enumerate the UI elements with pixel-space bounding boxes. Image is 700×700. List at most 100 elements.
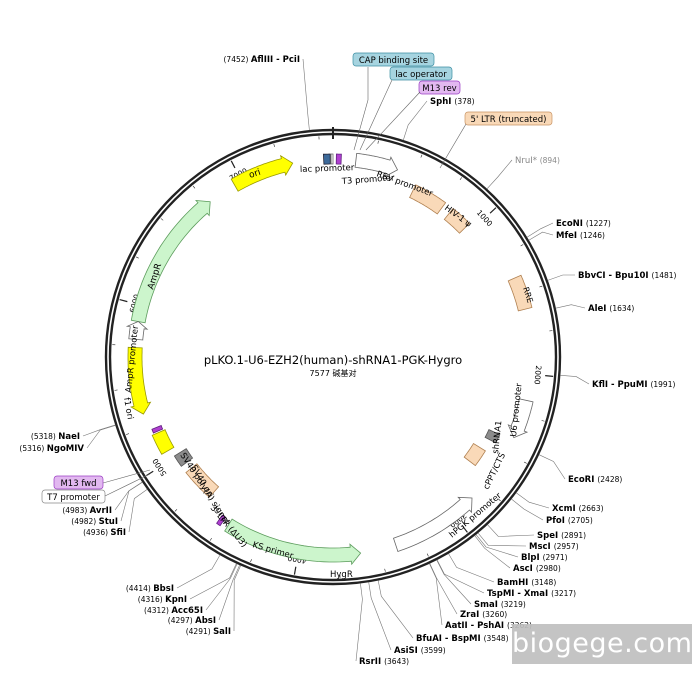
site-leader-line xyxy=(516,492,550,509)
feature-sv40-polya xyxy=(151,429,175,455)
site-position: (4291) xyxy=(186,627,213,636)
site-name: ZraI xyxy=(460,610,482,620)
site-position: (2957) xyxy=(554,542,579,551)
tag-line-cap xyxy=(353,67,369,151)
site-name: AatII - PshAI xyxy=(445,621,507,631)
site-leader-line xyxy=(82,424,116,437)
site-name: EcoRI xyxy=(568,475,597,485)
site-position: (894) xyxy=(540,156,560,165)
site-leader-line xyxy=(486,159,513,190)
tag-m13rev-box xyxy=(418,80,461,95)
site-name: TspMI - XmaI xyxy=(487,589,551,599)
site-name: BlpI xyxy=(521,553,543,563)
site-label: (5316) NgoMIV xyxy=(19,444,84,454)
tick-mark xyxy=(125,433,129,435)
tick-mark xyxy=(293,566,297,575)
site-label: NruI* (894) xyxy=(515,156,560,166)
site-leader-line xyxy=(429,563,443,626)
tag-line-lacop xyxy=(359,79,393,151)
site-name: BfuAI - BspMI xyxy=(416,634,484,644)
site-position: (7452) xyxy=(224,55,251,64)
tag-m13fwd-box xyxy=(53,475,104,490)
tag-lacop: lac operator xyxy=(395,70,447,80)
site-position: (3260) xyxy=(482,610,507,619)
site-label: KflI - PpuMI (1991) xyxy=(592,380,675,390)
tick-mark xyxy=(420,154,423,158)
site-position: (3548) xyxy=(484,634,509,643)
feature-label-lac-promoter: lac promoter xyxy=(300,163,355,175)
tick-mark xyxy=(209,537,212,541)
site-label: (4297) AbsI xyxy=(168,616,216,626)
site-label: (4312) Acc65I xyxy=(144,606,203,616)
feature-hygr xyxy=(224,518,362,566)
tick-mark xyxy=(545,375,554,377)
feature-m13rev xyxy=(335,153,342,165)
site-leader-line xyxy=(436,559,485,594)
site-label: SpeI (2891) xyxy=(537,531,586,541)
plasmid-size: 7577 碱基对 xyxy=(310,368,357,378)
site-leader-line xyxy=(526,222,554,238)
watermark: biogege.com xyxy=(512,624,692,664)
feature-ks-primer xyxy=(216,514,227,527)
site-label: SmaI (3219) xyxy=(474,600,526,610)
tag-line-m13fwd xyxy=(102,469,151,484)
tick-mark xyxy=(523,461,527,464)
site-position: (1246) xyxy=(580,231,605,240)
site-position: (3599) xyxy=(421,646,446,655)
tick-mark xyxy=(160,218,164,221)
tick-mark xyxy=(539,285,543,288)
tick-mark xyxy=(384,568,386,572)
site-label: AsiSI (3599) xyxy=(394,646,446,656)
site-leader-line xyxy=(474,535,511,569)
feature-f1-ori xyxy=(127,346,152,415)
site-name: SphI xyxy=(430,97,454,107)
site-label: MscI (2957) xyxy=(529,542,579,552)
site-position: (4312) xyxy=(144,606,171,615)
tick-mark xyxy=(426,553,429,557)
site-label: SphI (378) xyxy=(430,97,475,107)
site-position: (5318) xyxy=(31,432,58,441)
site-label: BbvCI - Bpu10I (1481) xyxy=(578,271,677,281)
tag-line-m13rev xyxy=(365,91,421,151)
plasmid-name: pLKO.1-U6-EZH2(human)-shRNA1-PGK-Hygro xyxy=(204,353,462,367)
site-position: (1634) xyxy=(609,304,634,313)
tick-mark xyxy=(135,256,139,259)
site-position: (2428) xyxy=(597,475,622,484)
site-position: (5316) xyxy=(19,444,46,453)
tick-mark xyxy=(250,559,252,563)
site-label: (7452) AflIII - PciI xyxy=(224,55,301,65)
site-leader-line xyxy=(233,565,241,632)
feature-m13fwd xyxy=(151,424,164,434)
site-label: EcoRI (2428) xyxy=(568,475,622,485)
site-name: AleI xyxy=(588,304,609,314)
site-name: KflI - PpuMI xyxy=(592,380,650,390)
feature-rsv-promoter xyxy=(354,152,399,178)
site-leader-line xyxy=(475,534,519,558)
site-name: EcoNI xyxy=(556,219,586,229)
tag-ltr5-box xyxy=(464,111,553,126)
feature-3ltr xyxy=(185,463,220,498)
site-label: (4936) SfiI xyxy=(83,528,126,538)
site-name: AvrII xyxy=(90,506,112,516)
tag-m13rev: M13 rev xyxy=(422,84,456,94)
site-leader-line xyxy=(368,582,392,651)
feature-label-sv40-polya: SV40 poly(A) signal xyxy=(177,451,231,526)
feature-rre xyxy=(507,274,533,312)
tag-t7-box xyxy=(41,489,106,504)
site-name: AflIII - PciI xyxy=(251,55,300,65)
site-leader-line xyxy=(477,532,527,547)
site-name: RsrII xyxy=(359,657,384,667)
site-label: RsrII (3643) xyxy=(359,657,409,667)
site-name: NruI* xyxy=(515,156,540,166)
site-leader-line xyxy=(403,100,428,141)
site-position: (2663) xyxy=(579,504,604,513)
site-position: (2971) xyxy=(543,553,568,562)
site-name: NaeI xyxy=(58,432,80,442)
tag-ltr5: 5' LTR (truncated) xyxy=(471,115,547,125)
feature-cap-site xyxy=(322,153,331,165)
site-leader-line xyxy=(355,583,363,662)
site-name: NgoMIV xyxy=(47,444,85,454)
tick-mark xyxy=(230,160,236,169)
tick-mark xyxy=(146,470,154,477)
feature-hiv-psi xyxy=(443,207,471,234)
